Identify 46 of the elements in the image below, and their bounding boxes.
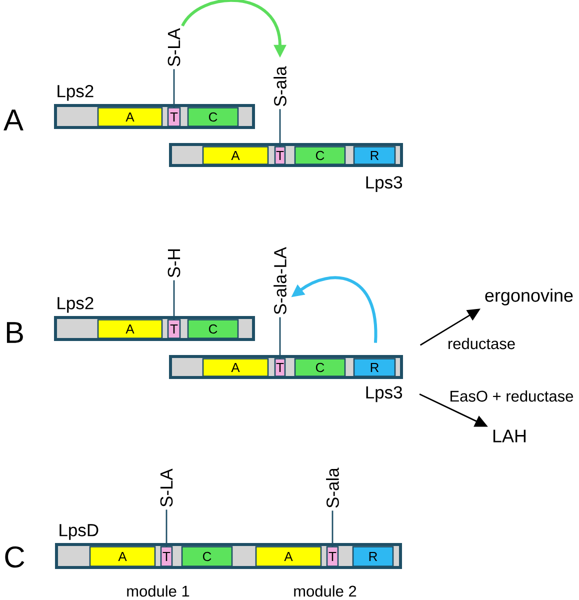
domain-box: A [97, 319, 163, 339]
protein-name: LpsD [60, 524, 98, 540]
protein-name: Lps3 [366, 176, 402, 192]
panel-letter: A [4, 110, 24, 130]
leader-line [332, 510, 334, 547]
product-label: LAH [493, 430, 526, 442]
leader-line [166, 510, 168, 547]
domain-box: T [167, 319, 181, 339]
substrate-label: S-H [168, 249, 180, 278]
leader-line [279, 317, 281, 359]
substrate-label: S-LA [160, 468, 173, 507]
domain-box: R [353, 146, 396, 165]
domain-box: C [294, 146, 346, 165]
domain-box: C [187, 107, 239, 127]
domain-box: T [167, 107, 181, 127]
domain-box: A [89, 546, 156, 567]
domain-box: R [352, 546, 394, 567]
protein-name: Lps2 [58, 84, 94, 101]
domain-box: R [353, 358, 396, 377]
panel-letter: B [6, 322, 23, 343]
domain-box: C [294, 358, 346, 377]
leader-line [279, 109, 281, 147]
module-label: module 1 [127, 585, 190, 597]
panel-letter: C [5, 546, 24, 568]
substrate-label: S-LA [168, 28, 180, 66]
edge-label: EasO + reductase [448, 389, 575, 403]
leader-line [173, 280, 175, 320]
domain-box: T [326, 546, 339, 567]
domain-box: T [160, 546, 173, 567]
module-label: module 2 [294, 585, 356, 597]
substrate-label: S-ala-LA [274, 247, 286, 314]
substrate-label: S-ala [326, 468, 339, 508]
domain-box: A [202, 146, 269, 165]
domain-box: A [202, 358, 269, 377]
domain-box: C [181, 546, 233, 567]
domain-box: A [255, 546, 322, 567]
product-label: ergonovine [485, 288, 573, 306]
leader-line [173, 69, 175, 108]
edge-label: reductase [446, 336, 517, 350]
substrate-label: S-ala [274, 66, 286, 106]
domain-box: T [274, 146, 286, 165]
protein-name: Lps3 [366, 386, 402, 402]
protein-name: Lps2 [58, 296, 94, 313]
domain-box: C [187, 319, 239, 339]
domain-box: A [97, 107, 163, 127]
domain-box: T [274, 358, 286, 377]
